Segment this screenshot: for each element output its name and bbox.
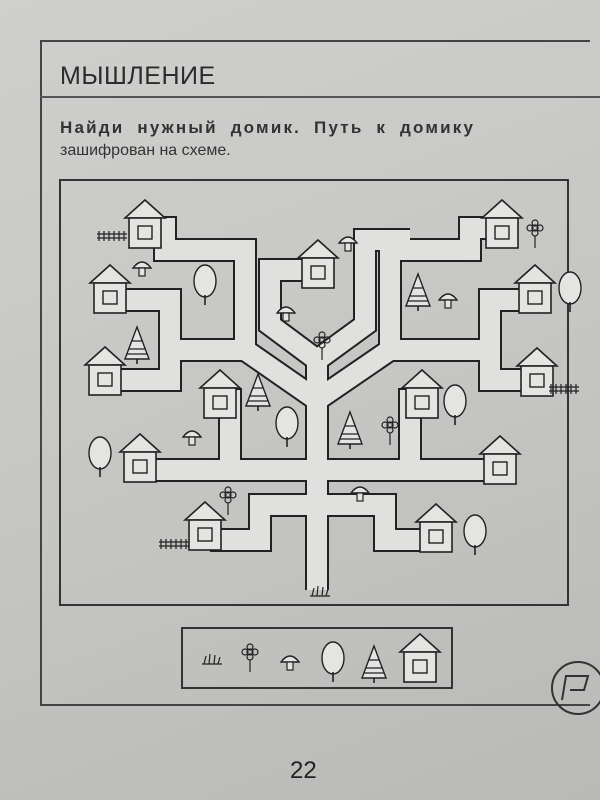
tree-icon	[558, 271, 582, 313]
house-icon	[514, 264, 556, 314]
house-icon	[199, 369, 241, 419]
mushroom-icon	[182, 430, 202, 446]
legend-grass-icon	[201, 653, 223, 665]
fence-icon	[158, 538, 190, 550]
tree-icon	[443, 384, 467, 426]
fir-tree-icon	[245, 373, 271, 412]
mushroom-icon	[132, 261, 152, 277]
house-icon	[481, 199, 523, 249]
page-frame	[40, 40, 590, 706]
house-icon	[89, 264, 131, 314]
flower-icon	[219, 486, 237, 516]
tree-icon	[193, 264, 217, 306]
house-icon	[401, 369, 443, 419]
house-icon	[124, 199, 166, 249]
fence-icon	[96, 230, 128, 242]
page-number: 22	[290, 757, 317, 784]
instruction-text: Найди нужный домик. Путь к домику зашифр…	[60, 116, 580, 162]
mushroom-icon	[438, 293, 458, 309]
house-icon	[119, 433, 161, 483]
house-icon	[297, 239, 339, 289]
instruction-line-2: зашифрован на схеме.	[60, 142, 231, 159]
house-icon	[479, 435, 521, 485]
tree-icon	[463, 514, 487, 556]
house-icon	[84, 346, 126, 396]
instruction-line-1: Найди нужный домик. Путь к домику	[60, 118, 476, 137]
legend-tree-icon	[321, 641, 345, 683]
flower-icon	[526, 219, 544, 249]
legend-mushroom-icon	[280, 655, 300, 671]
maze-box	[59, 179, 569, 606]
section-title: МЫШЛЕНИЕ	[60, 62, 216, 90]
legend-box	[181, 627, 453, 689]
path-fill	[118, 218, 535, 590]
house-icon	[184, 501, 226, 551]
legend-house-icon	[399, 633, 441, 683]
fir-tree-icon	[337, 411, 363, 450]
house-icon	[415, 503, 457, 553]
fir-tree-icon	[124, 326, 150, 365]
flower-icon	[381, 416, 399, 446]
legend-fir-tree-icon	[361, 645, 387, 684]
header-divider	[40, 96, 600, 98]
fir-tree-icon	[405, 273, 431, 312]
flag-corner-icon	[551, 661, 600, 715]
maze-paths	[118, 216, 535, 590]
legend-flower-icon	[241, 643, 259, 673]
tree-icon	[275, 406, 299, 448]
tree-icon	[88, 436, 112, 478]
